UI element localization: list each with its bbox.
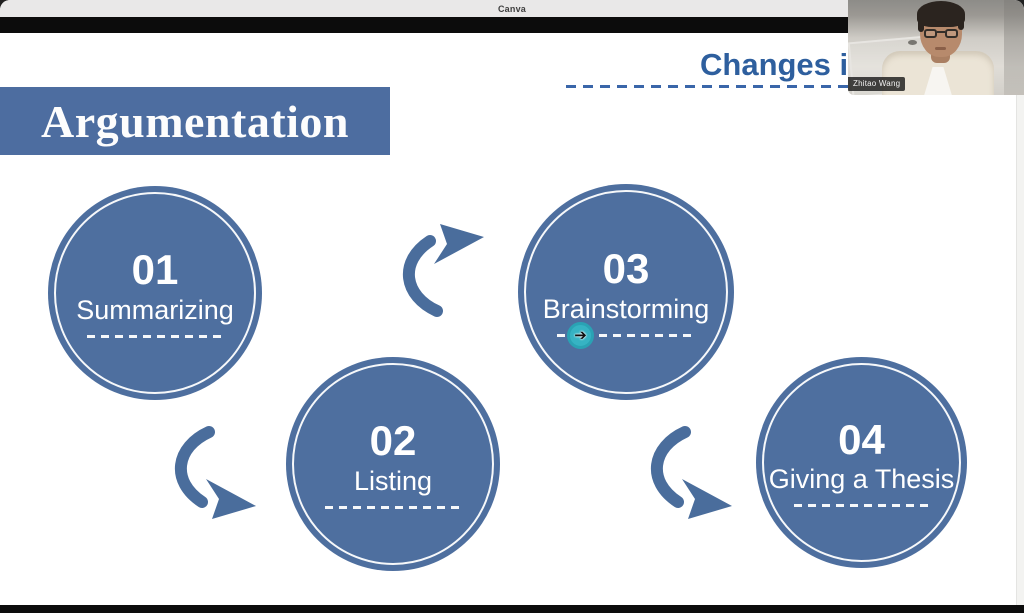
participant-name-badge: Zhitao Wang xyxy=(848,77,906,91)
webcam-video-tile[interactable]: Zhitao Wang xyxy=(848,0,1024,95)
webcam-wall-shade xyxy=(1004,0,1024,95)
step-label: Giving a Thesis xyxy=(768,464,955,495)
glasses-right-lens xyxy=(945,29,958,38)
step-circle-listing: 02 Listing xyxy=(286,357,500,571)
webcam-person-shirt xyxy=(923,67,953,95)
window-title: Canva xyxy=(497,3,526,14)
step-dashed-line xyxy=(86,334,224,338)
step-circle-brainstorming: 03 Brainstorming xyxy=(518,184,734,400)
step-circle-giving-a-thesis: 04 Giving a Thesis xyxy=(756,357,967,568)
letterbox-bottom xyxy=(0,605,1024,613)
slide-title: Argumentation xyxy=(40,95,350,147)
letterbox-top xyxy=(0,17,1024,33)
slide-title-box: Argumentation xyxy=(0,87,390,155)
step-number: 04 xyxy=(838,415,885,463)
remote-cursor-icon: ➔ xyxy=(567,322,594,349)
glasses-bridge xyxy=(937,31,945,33)
heading-dashed-underline xyxy=(566,85,873,88)
curved-arrow-up-right-icon xyxy=(390,224,490,320)
step-dashed-line xyxy=(324,505,462,509)
step-dashed-line xyxy=(793,504,930,508)
slide-heading: Changes in xyxy=(700,47,868,82)
step-circle-summarizing: 01 Summarizing xyxy=(48,186,262,400)
step-number: 03 xyxy=(602,245,650,293)
curved-arrow-down-right-icon xyxy=(638,423,738,519)
webcam-person-mouth xyxy=(935,47,946,50)
step-number: 01 xyxy=(131,246,179,294)
slide-right-margin xyxy=(1016,33,1024,605)
step-label: Summarizing xyxy=(76,294,234,325)
webcam-person-hair xyxy=(917,1,965,32)
glasses-left-lens xyxy=(924,29,937,38)
step-label: Listing xyxy=(353,465,433,496)
step-number: 02 xyxy=(369,417,417,465)
webcam-ceiling-detail xyxy=(908,40,917,45)
curved-arrow-down-right-icon xyxy=(162,423,262,519)
arrow-right-icon: ➔ xyxy=(574,327,587,344)
step-label: Brainstorming xyxy=(542,293,710,324)
glasses-icon xyxy=(924,29,958,40)
